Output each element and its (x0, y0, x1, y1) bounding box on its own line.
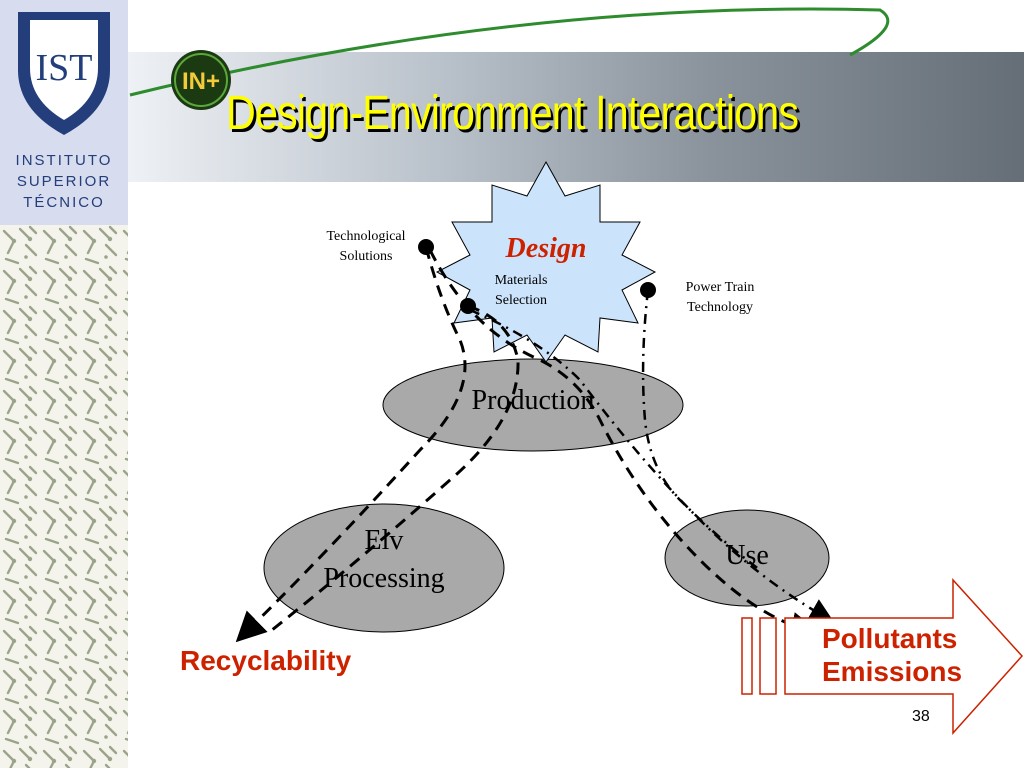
production-label: Production (471, 385, 595, 416)
pollutants-emissions-label: Pollutants Emissions (822, 622, 962, 688)
materials-selection-label: Materials Selection (484, 271, 558, 311)
label-line: Pollutants (822, 623, 958, 654)
label-line: Elv (364, 525, 404, 556)
decorative-pattern (0, 225, 128, 768)
label-line: Processing (323, 563, 445, 594)
elv-processing-ellipse (263, 503, 505, 633)
label-line: Materials (494, 273, 548, 288)
label-line: Technology (687, 300, 753, 315)
power-train-dot (640, 282, 656, 298)
elv-processing-label: Elv Processing (284, 522, 484, 598)
design-label: Design (505, 233, 587, 264)
label-line: Selection (494, 293, 548, 308)
in-plus-badge-icon: IN+ (171, 50, 231, 110)
logo-panel: IST INSTITUTO SUPERIOR TÉCNICO (0, 0, 128, 225)
path-materials-to-pollutants (469, 308, 835, 623)
pollutants-arrow-icon (741, 578, 1024, 735)
ist-shield-icon: IST (18, 12, 110, 135)
title-bar (128, 52, 1024, 182)
path-materials-to-recyclability (271, 304, 520, 632)
logo-line: SUPERIOR (16, 173, 112, 190)
page-number: 38 (912, 708, 930, 725)
technological-solutions-dot (418, 239, 434, 255)
recyclability-label: Recyclability (180, 645, 352, 676)
label-line: Solutions (339, 249, 393, 264)
path-powertrain-to-use (641, 289, 761, 571)
technological-solutions-label: Technological Solutions (318, 227, 414, 267)
badge-text: IN+ (182, 68, 220, 95)
logo-letters: IST (36, 47, 93, 89)
production-ellipse (382, 358, 684, 452)
slide-title: Design-Environment Interactions (226, 87, 799, 140)
label-line: Power Train (685, 280, 755, 295)
green-arc (129, 7, 890, 97)
path-tech-to-pollutants (428, 249, 821, 642)
logo-line: TÉCNICO (23, 194, 105, 211)
use-ellipse (664, 509, 830, 607)
materials-selection-dot (460, 298, 476, 314)
logo-line: INSTITUTO (15, 152, 113, 169)
logo-institution-name: INSTITUTO SUPERIOR TÉCNICO (0, 150, 128, 213)
path-tech-to-recyclability (235, 246, 467, 643)
power-train-technology-label: Power Train Technology (672, 278, 768, 318)
label-line: Emissions (822, 656, 963, 687)
use-label: Use (725, 540, 769, 571)
label-line: Technological (326, 229, 406, 244)
